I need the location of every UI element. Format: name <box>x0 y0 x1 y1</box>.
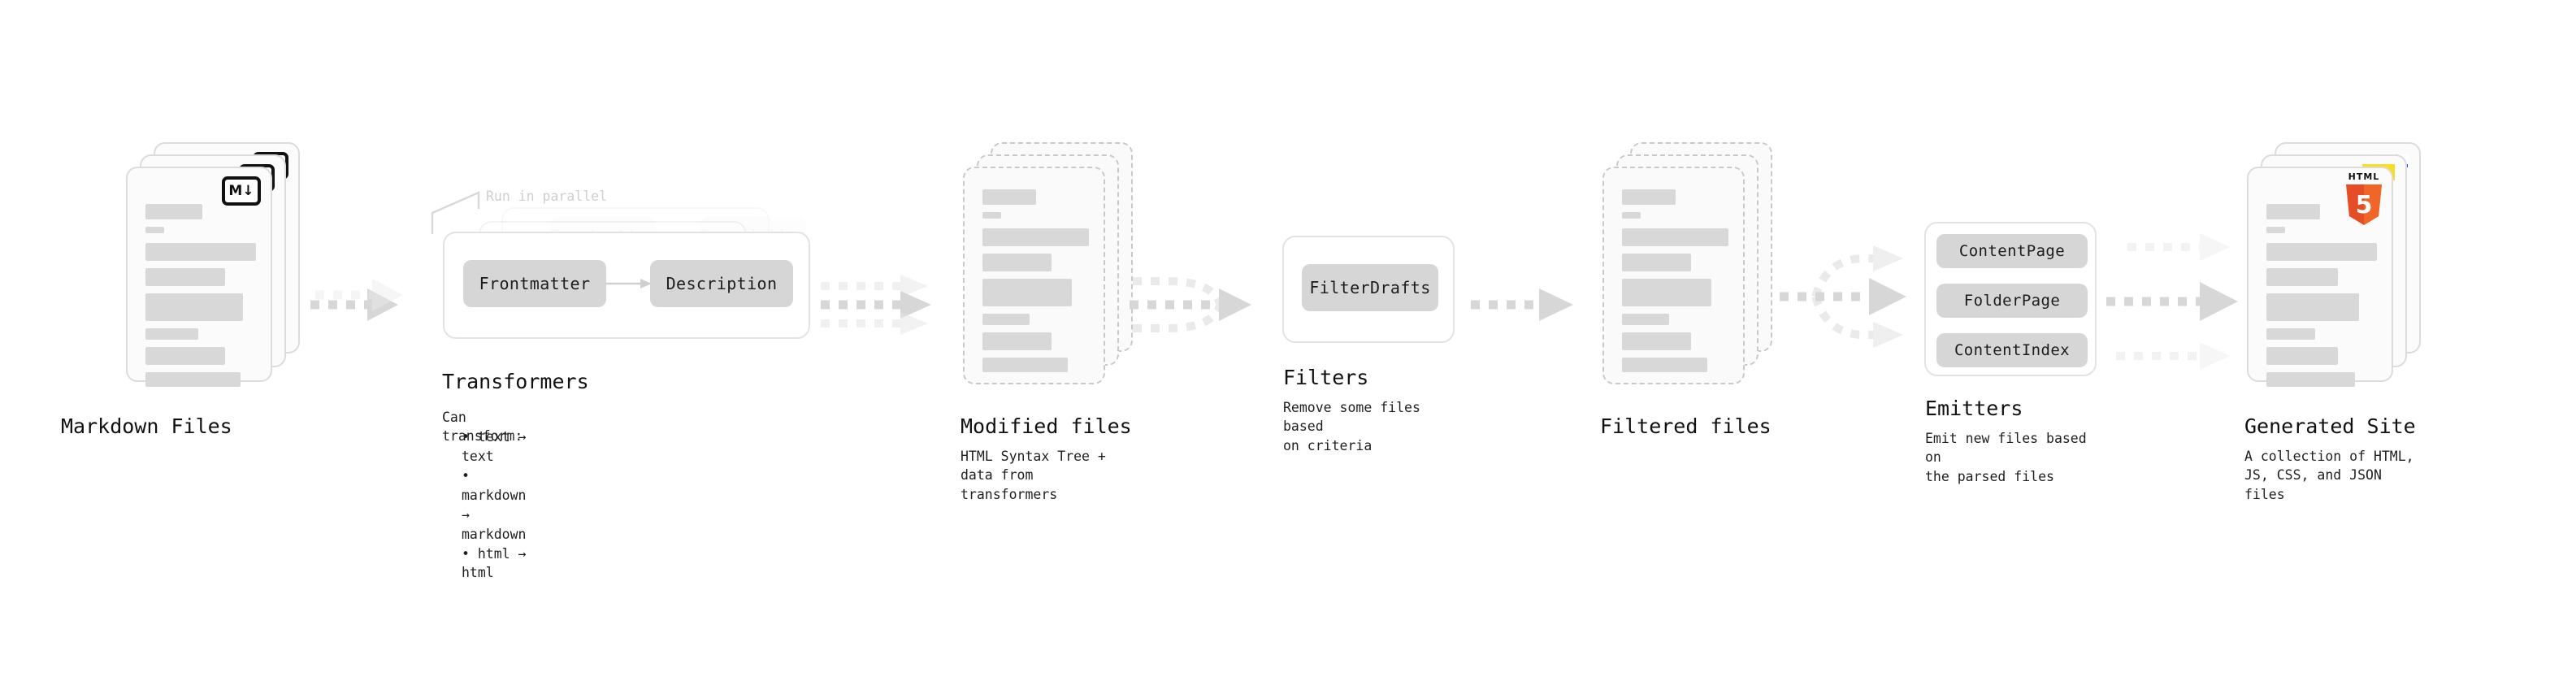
transformer-group-front: Frontmatter Description <box>443 232 810 339</box>
stage-subtitle: Remove some files based on criteria <box>1283 400 1420 453</box>
plugin-pill-contentpage[interactable]: ContentPage <box>1936 234 2088 268</box>
file-card-front: M↓ <box>126 167 272 387</box>
stage-filtered-files: Filtered files <box>1600 142 1777 438</box>
stage-subtitle: Emit new files based on the parsed files <box>1925 431 2087 484</box>
file-content-placeholder <box>1622 189 1728 380</box>
stage-title: Markdown Files <box>61 414 232 438</box>
stage-subtitle: HTML Syntax Tree + data from transformer… <box>961 449 1106 502</box>
connector-filters-to-filtered <box>1471 287 1575 323</box>
stage-markdown-files: M↓ M↓ M↓ Markdown Files <box>61 142 301 438</box>
stage-title: Modified files <box>961 414 1132 438</box>
stage-title: Generated Site <box>2244 414 2416 438</box>
stage-subtitle: Can transform: <box>442 410 523 445</box>
connector-filtered-to-emitters <box>1780 244 1910 349</box>
transform-bullets: • text → text • markdown → markdown • ht… <box>450 427 526 583</box>
bullet-item: • text → text <box>462 429 527 464</box>
stage-emitters: ContentPage FolderPage ContentIndex Emit… <box>1924 222 2097 484</box>
filtered-file-stack <box>1602 142 1777 390</box>
stage-title: Emitters <box>1925 397 2023 420</box>
file-card-front <box>1602 167 1745 384</box>
filter-group: FilterDrafts <box>1282 236 1455 343</box>
markdown-file-stack: M↓ M↓ M↓ <box>126 142 301 390</box>
transform-arrow-icon <box>606 279 652 288</box>
plugin-pill-frontmatter[interactable]: Frontmatter <box>463 260 606 307</box>
connector-modified-to-filters <box>1130 268 1260 341</box>
html5-icon: HTML 5 <box>2346 171 2382 225</box>
markdown-icon: M↓ <box>222 176 261 206</box>
emitter-group: ContentPage FolderPage ContentIndex <box>1924 222 2097 376</box>
stage-filters: FilterDrafts Filters Remove some files b… <box>1282 236 1455 453</box>
modified-file-stack <box>963 142 1138 390</box>
run-in-parallel-bracket <box>431 191 480 234</box>
plugin-pill-filterdrafts[interactable]: FilterDrafts <box>1302 264 1438 311</box>
stage-subtitle: A collection of HTML, JS, CSS, and JSON … <box>2244 449 2414 502</box>
generated-file-stack: CSS HTML 5 <box>2247 142 2422 390</box>
file-card-front <box>963 167 1105 384</box>
markdown-icon-glyph: M↓ <box>228 182 254 199</box>
bullet-item: • markdown → markdown <box>462 467 527 542</box>
connector-transformers-to-modified <box>821 275 943 335</box>
stage-title: Transformers <box>442 370 589 393</box>
html5-shield-light <box>2364 184 2382 225</box>
html5-icon-label: HTML <box>2348 171 2380 182</box>
stage-modified-files: Modified files HTML Syntax Tree + data f… <box>961 142 1138 502</box>
stage-title: Filtered files <box>1600 414 1772 438</box>
connector-md-to-transformers <box>310 279 403 323</box>
plugin-pill-contentindex[interactable]: ContentIndex <box>1936 333 2088 367</box>
file-content-placeholder <box>145 204 256 394</box>
plugin-pill-folderpage[interactable]: FolderPage <box>1936 284 2088 318</box>
connector-emitters-to-site <box>2106 232 2244 371</box>
bullet-item: • html → html <box>462 545 527 581</box>
file-content-placeholder <box>982 189 1089 380</box>
file-card-front: HTML 5 <box>2247 167 2393 387</box>
file-content-placeholder <box>2266 204 2377 394</box>
html5-icon-digit: 5 <box>2355 191 2373 219</box>
stage-generated-site: CSS HTML 5 <box>2244 142 2422 502</box>
stage-title: Filters <box>1283 366 1369 389</box>
plugin-pill-description[interactable]: Description <box>650 260 793 307</box>
run-in-parallel-note: Run in parallel <box>486 189 608 204</box>
